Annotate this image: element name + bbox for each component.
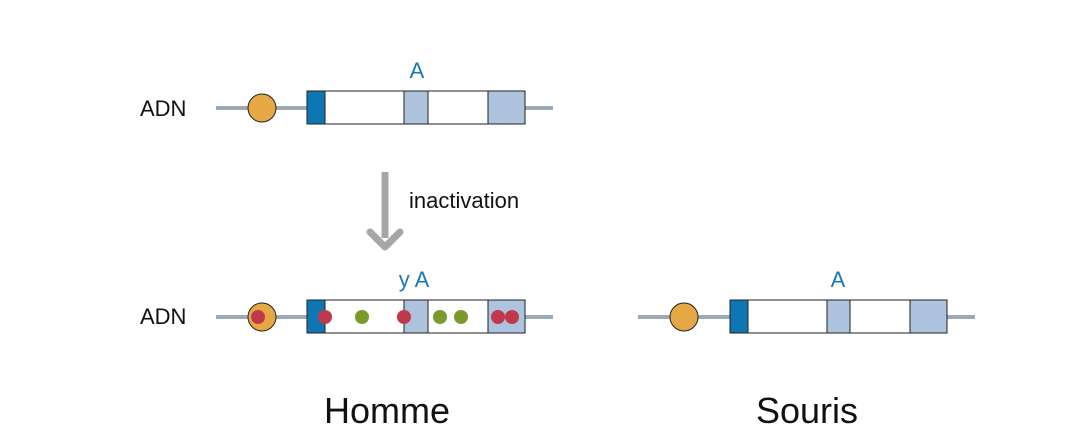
- arrow-label: inactivation: [409, 188, 519, 213]
- mutation-dot: [397, 310, 411, 324]
- mutation-dot: [491, 310, 505, 324]
- top-exon-3: [487, 90, 526, 125]
- mouse-gene: A: [638, 267, 975, 334]
- inactivation-arrow: inactivation: [366, 172, 519, 251]
- mouse-promoter: [669, 302, 699, 332]
- mutation-dot: [355, 310, 369, 324]
- mutation-dot: [251, 310, 265, 324]
- mouse-exon-3: [909, 299, 948, 334]
- top-gene: ADN A: [140, 58, 553, 125]
- mutation-dot: [433, 310, 447, 324]
- mouse-exon-2: [826, 299, 851, 334]
- top-dna-label: ADN: [140, 96, 186, 121]
- human-caption: Homme: [324, 390, 450, 431]
- mouse-gene-label: A: [831, 267, 846, 292]
- arrow-head-icon: [366, 228, 404, 251]
- mutation-dot: [318, 310, 332, 324]
- human-dna-label: ADN: [140, 304, 186, 329]
- mouse-caption: Souris: [756, 390, 858, 431]
- mutation-dot: [454, 310, 468, 324]
- human-gene: ADN y A: [140, 267, 553, 334]
- human-gene-label: y A: [399, 267, 430, 292]
- top-gene-label: A: [410, 58, 425, 83]
- top-promoter: [247, 93, 277, 123]
- top-exon-1: [306, 90, 326, 125]
- mutation-dot: [505, 310, 519, 324]
- top-exon-2: [403, 90, 429, 125]
- mouse-exon-1: [729, 299, 749, 334]
